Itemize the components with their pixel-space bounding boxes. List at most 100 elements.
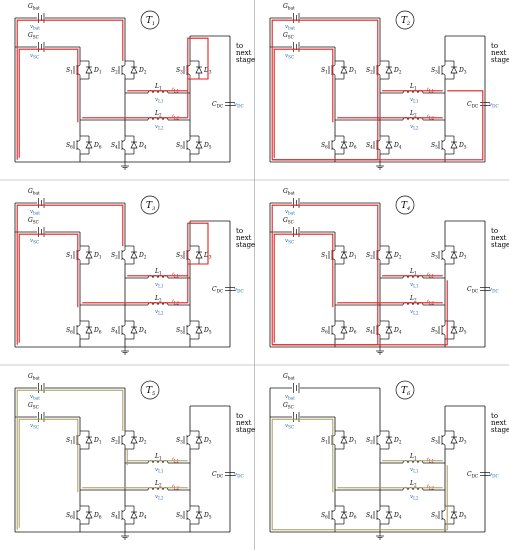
- igbt-collector: [186, 434, 191, 438]
- label-L1: L1: [154, 268, 162, 276]
- current-path-bat_loop: [16, 19, 124, 160]
- label-v-bat: vbat: [30, 24, 40, 31]
- diode-label-1: D1: [93, 437, 102, 445]
- igbt-emitter: [376, 517, 381, 521]
- diode-triangle: [85, 251, 93, 259]
- igbt-collector: [441, 139, 446, 143]
- stage-tag-circle: [140, 10, 160, 30]
- diode-triangle: [85, 436, 93, 444]
- label-v-L1: vL1: [155, 97, 164, 104]
- diode-triangle: [450, 326, 458, 334]
- switch-label-2: S2: [111, 67, 118, 75]
- battery-bat: [293, 198, 300, 208]
- switch-label-1: S1: [321, 437, 328, 445]
- switch-label-5: S5: [176, 142, 183, 150]
- igbt-collector: [441, 324, 446, 328]
- igbt-emitter: [121, 517, 126, 521]
- label-v-L2: vL2: [155, 494, 164, 501]
- label-g-bat: Gbat: [28, 188, 40, 196]
- diode-label-6: D6: [93, 142, 102, 150]
- igbt-emitter: [441, 517, 446, 521]
- diode-label-6: D6: [93, 327, 102, 335]
- diode-label-1: D1: [348, 437, 357, 445]
- label-v-sc: vSC: [30, 423, 39, 430]
- igbt-emitter: [121, 332, 126, 336]
- diode-triangle: [195, 326, 203, 334]
- ground-symbol: [376, 532, 384, 540]
- label-v-dc: vDC: [234, 287, 244, 294]
- switch-label-2: S2: [366, 67, 373, 75]
- switch-label-6: S6: [321, 142, 328, 150]
- label-L2: L2: [154, 110, 162, 118]
- diode-triangle: [130, 141, 138, 149]
- diode-triangle: [130, 66, 138, 74]
- current-path-sc_loop: [18, 233, 79, 343]
- switch-label-4: S4: [111, 327, 118, 335]
- label-v-sc: vSC: [285, 238, 294, 245]
- switch-label-1: S1: [66, 437, 73, 445]
- switch-label-3: S3: [176, 67, 183, 75]
- igbt-collector: [121, 249, 126, 253]
- label-L1: L1: [409, 453, 417, 461]
- switch-label-3: S3: [431, 437, 438, 445]
- battery-bat: [293, 13, 300, 23]
- diode-label-3: D3: [458, 252, 467, 260]
- diode-triangle: [195, 141, 203, 149]
- label-c-dc: CDC: [467, 286, 478, 294]
- diode-label-1: D1: [93, 252, 102, 260]
- diode-label-2: D2: [393, 67, 402, 75]
- stage-tag-2: T2: [401, 16, 410, 27]
- diode-triangle: [385, 141, 393, 149]
- label-L1: L1: [409, 83, 417, 91]
- label-g-sc: GSC: [28, 32, 39, 40]
- diode-triangle: [130, 251, 138, 259]
- igbt-collector: [331, 139, 336, 143]
- igbt-collector: [331, 509, 336, 513]
- switch-label-4: S4: [366, 512, 373, 520]
- igbt-emitter: [441, 332, 446, 336]
- label-i-L2: iL2: [172, 484, 180, 491]
- label-v-dc: vDC: [489, 287, 499, 294]
- ground-symbol: [121, 347, 129, 355]
- diode-triangle: [130, 511, 138, 519]
- diode-label-2: D2: [138, 252, 147, 260]
- stage-tag-circle: [395, 380, 415, 400]
- label-c-dc: CDC: [212, 101, 223, 109]
- current-path-out_bus: [272, 90, 484, 161]
- igbt-collector: [376, 509, 381, 513]
- diode-label-1: D1: [93, 67, 102, 75]
- battery-sc: [293, 227, 300, 237]
- diode-label-3: D3: [458, 67, 467, 75]
- diode-label-5: D5: [203, 512, 212, 520]
- current-path-sc_loop: [18, 418, 79, 528]
- switch-cell-2: S2 D2: [366, 60, 402, 80]
- label-L1: L1: [154, 453, 162, 461]
- igbt-emitter: [121, 257, 126, 261]
- ground-symbol: [121, 162, 129, 170]
- capacitor-dc: [480, 472, 490, 476]
- igbt-collector: [121, 434, 126, 438]
- igbt-collector: [186, 139, 191, 143]
- label-g-sc: GSC: [28, 217, 39, 225]
- label-g-bat: Gbat: [28, 373, 40, 381]
- igbt-collector: [76, 509, 81, 513]
- igbt-emitter: [441, 257, 446, 261]
